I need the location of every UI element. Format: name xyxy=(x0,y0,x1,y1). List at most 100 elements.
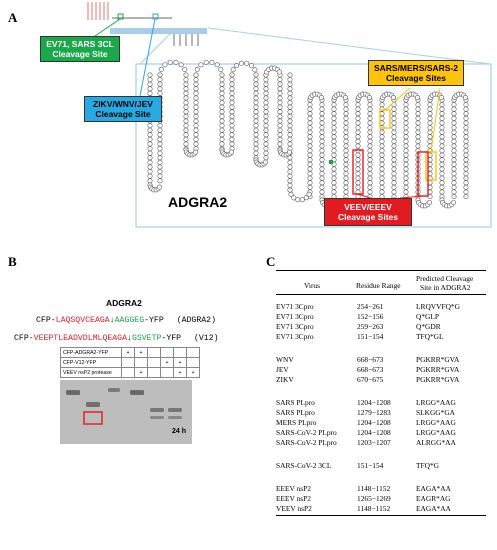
residue-bead xyxy=(355,102,361,108)
residue-bead xyxy=(219,141,225,147)
residue-bead xyxy=(391,106,397,112)
residue-bead xyxy=(463,189,469,195)
residue-bead xyxy=(307,148,313,154)
cell-virus: WNV xyxy=(276,355,294,364)
residue-bead xyxy=(367,171,373,177)
residue-bead xyxy=(147,123,153,129)
residue-bead xyxy=(415,134,421,140)
cell-site: LRGG*AAG xyxy=(416,398,456,407)
residue-bead xyxy=(287,86,293,92)
residue-bead xyxy=(147,132,153,138)
residue-bead xyxy=(238,60,244,66)
residue-bead xyxy=(415,102,421,108)
cell-range: 1204−1208 xyxy=(357,428,391,437)
residue-bead xyxy=(147,164,153,170)
residue-bead xyxy=(427,102,433,108)
residue-bead xyxy=(427,106,433,112)
residue-bead xyxy=(451,134,457,140)
residue-bead xyxy=(367,111,373,117)
residue-bead xyxy=(287,90,293,96)
residue-bead xyxy=(183,72,189,78)
residue-bead xyxy=(307,175,313,181)
residue-bead xyxy=(287,164,293,170)
residue-bead xyxy=(193,123,199,129)
gel-row: CFP-V12-YFP++ xyxy=(60,357,200,368)
residue-bead xyxy=(263,109,269,115)
residue-bead xyxy=(343,115,349,121)
residue-bead xyxy=(219,100,225,106)
residue-bead xyxy=(193,104,199,110)
residue-bead xyxy=(355,157,361,163)
residue-bead xyxy=(219,86,225,92)
residue-bead xyxy=(391,120,397,126)
residue-bead xyxy=(367,102,373,108)
residue-bead xyxy=(439,115,445,121)
residue-beads xyxy=(147,59,469,209)
residue-bead xyxy=(307,161,313,167)
residue-bead xyxy=(403,157,409,163)
cell-site: EAGA*AA xyxy=(416,484,451,493)
residue-bead xyxy=(183,100,189,106)
residue-bead xyxy=(193,113,199,119)
residue-bead xyxy=(343,134,349,140)
residue-bead xyxy=(355,120,361,126)
residue-bead xyxy=(391,152,397,158)
cell-range: 151−154 xyxy=(357,332,384,341)
residue-bead xyxy=(307,125,313,131)
residue-bead xyxy=(287,132,293,138)
residue-bead xyxy=(183,109,189,115)
residue-bead xyxy=(403,111,409,117)
residue-bead xyxy=(157,127,163,133)
residue-bead xyxy=(319,129,325,135)
residue-bead xyxy=(183,104,189,110)
residue-bead xyxy=(451,175,457,181)
residue-bead xyxy=(287,118,293,124)
residue-bead xyxy=(367,115,373,121)
residue-bead xyxy=(253,136,259,142)
residue-bead xyxy=(439,171,445,177)
residue-bead xyxy=(379,184,385,190)
residue-bead xyxy=(194,66,200,72)
residue-bead xyxy=(319,125,325,131)
residue-bead xyxy=(343,102,349,108)
residue-bead xyxy=(263,77,269,83)
residue-bead xyxy=(451,152,457,158)
cell-virus: SARS-CoV-2 PLpro xyxy=(276,438,337,447)
residue-bead xyxy=(415,120,421,126)
residue-bead xyxy=(451,194,457,200)
residue-bead xyxy=(415,138,421,144)
residue-bead xyxy=(183,132,189,138)
residue-bead xyxy=(287,113,293,119)
residue-bead xyxy=(306,191,312,197)
cell-virus: EV71 3Cpro xyxy=(276,312,314,321)
residue-bead xyxy=(391,175,397,181)
residue-bead xyxy=(451,180,457,186)
residue-bead xyxy=(219,118,225,124)
residue-bead xyxy=(451,184,457,190)
residue-bead xyxy=(253,95,259,101)
gel-lane-mark xyxy=(147,347,161,358)
cell-site: Q*GLP xyxy=(416,312,439,321)
residue-bead xyxy=(193,109,199,115)
residue-bead xyxy=(463,143,469,149)
residue-bead xyxy=(277,118,283,124)
residue-bead xyxy=(343,106,349,112)
residue-bead xyxy=(157,132,163,138)
gel-row: CFP-ADGRA2-YFP++ xyxy=(60,347,200,358)
residue-bead xyxy=(379,175,385,181)
residue-bead xyxy=(403,184,409,190)
residue-bead xyxy=(193,141,199,147)
residue-bead xyxy=(391,166,397,172)
residue-bead xyxy=(403,134,409,140)
cell-virus: MERS PLpro xyxy=(276,418,317,427)
cell-site: Q*GDR xyxy=(416,322,441,331)
residue-bead xyxy=(287,77,293,83)
residue-bead xyxy=(355,111,361,117)
residue-bead xyxy=(287,178,293,184)
residue-bead xyxy=(403,138,409,144)
panel-b-title: ADGRA2 xyxy=(106,298,142,308)
residue-bead xyxy=(439,148,445,154)
residue-bead xyxy=(209,59,215,65)
